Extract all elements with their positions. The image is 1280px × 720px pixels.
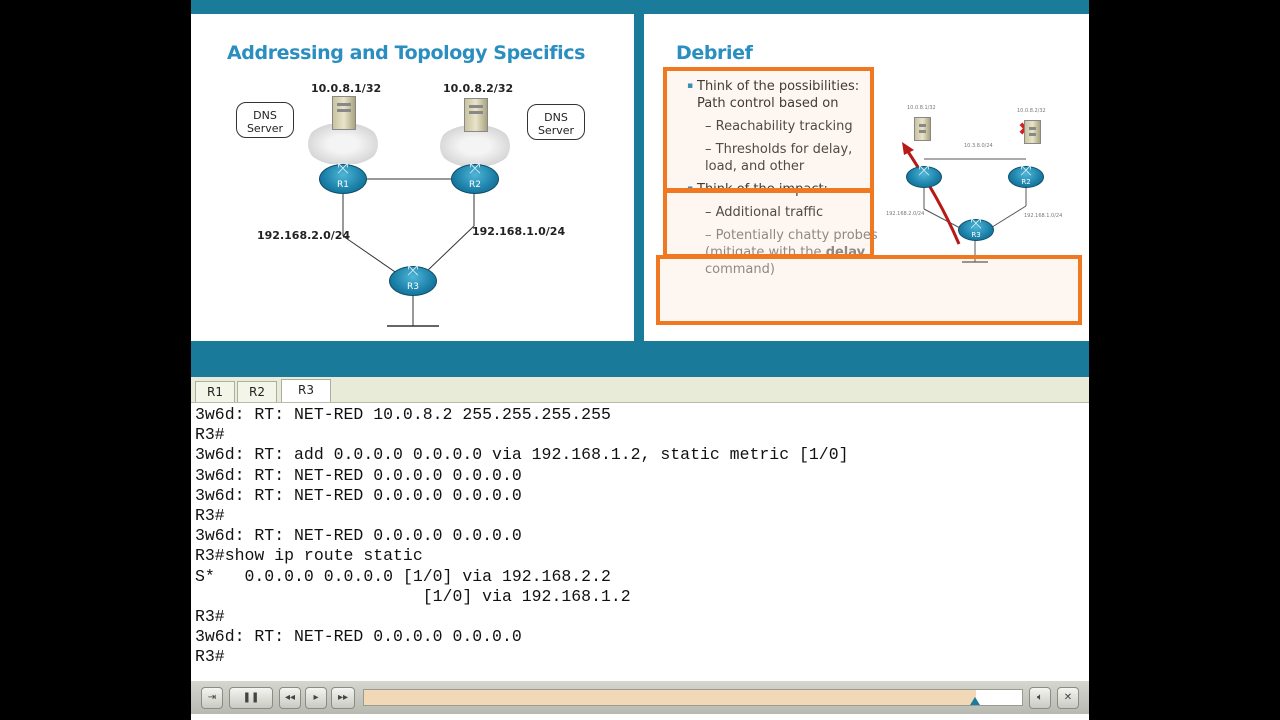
bullet-reachability: – Reachability tracking (705, 119, 853, 134)
terminal-line: 3w6d: RT: NET-RED 0.0.0.0 0.0.0.0 (195, 465, 522, 485)
terminal-output: 3w6d: RT: NET-RED 10.0.8.2 255.255.255.2… (191, 403, 1089, 668)
exit-icon[interactable]: ⇥ (201, 687, 223, 709)
cloud-1 (308, 124, 378, 164)
bullet-traffic-text: – Additional traffic (705, 205, 824, 220)
terminal-line: S* 0.0.0.0 0.0.0.0 [1/0] via 192.168.2.2 (195, 566, 611, 586)
terminal-line: 3w6d: RT: NET-RED 0.0.0.0 0.0.0.0 (195, 526, 522, 546)
server-1-icon (332, 96, 356, 130)
player-controls: ⇥ ❚❚ ◂◂ ▸ ▸▸ 🔈︎ ✕ (191, 681, 1089, 714)
rewind-icon[interactable]: ◂◂ (279, 687, 301, 709)
net-label-2: 192.168.1.0/24 (472, 225, 566, 238)
server-2-icon (464, 98, 488, 132)
mini-server-1-icon (914, 117, 931, 141)
slide-title-left: Addressing and Topology Specifics (227, 42, 586, 64)
bullet-possibilities: Think of the possibilities: Path control… (687, 78, 887, 112)
slide-title-right: Debrief (676, 42, 753, 64)
volume-icon[interactable]: 🔈︎ (1029, 687, 1051, 709)
ip-label-1: 10.0.8.1/32 (311, 82, 382, 95)
terminal-line: 3w6d: RT: NET-RED 0.0.0.0 0.0.0.0 (195, 485, 522, 505)
tab-r3[interactable]: R3 (281, 379, 331, 402)
separator-band (191, 341, 1089, 377)
tab-r2[interactable]: R2 (237, 381, 277, 402)
terminal-console[interactable]: 3w6d: RT: NET-RED 10.0.8.2 255.255.255.2… (191, 403, 1089, 681)
mini-net-1: 192.168.2.0/24 (886, 211, 925, 217)
terminal-line: 3w6d: RT: NET-RED 10.0.8.2 255.255.255.2… (195, 405, 611, 424)
terminal-line: [1/0] via 192.168.1.2 (195, 586, 631, 606)
progress-fill (364, 690, 976, 705)
ip-label-2: 10.0.8.2/32 (443, 82, 514, 95)
progress-bar[interactable] (363, 689, 1023, 706)
bullet-traffic: – Additional traffic (687, 204, 887, 221)
slide-right: Debrief Think of the possibilities: Path… (644, 14, 1089, 341)
highlight-impact (663, 188, 874, 258)
mini-ip-2: 10.0.8.2/32 (1017, 108, 1046, 114)
highlight-possibilities (663, 67, 874, 193)
dns-callout-1: DNS Server (236, 102, 294, 138)
mini-router-r2-icon: R2 (1008, 161, 1044, 188)
net-label-1: 192.168.2.0/24 (257, 229, 351, 242)
bullet-probes-text-b: command) (705, 262, 775, 277)
terminal-line: R3# (195, 425, 225, 445)
top-bar (191, 0, 1089, 14)
tab-r1[interactable]: R1 (195, 381, 235, 402)
device-tabs: R1 R2 R3 (191, 377, 1089, 403)
terminal-line: R3# (195, 647, 225, 667)
router-r1-icon: R1 (319, 159, 367, 194)
terminal-line: R3#show ip route static (195, 546, 423, 566)
terminal-line: R3# (195, 506, 225, 526)
mini-server-2-icon (1024, 120, 1041, 144)
mini-router-r1-icon (906, 161, 942, 188)
progress-knob[interactable] (969, 697, 980, 705)
fast-forward-icon[interactable]: ▸▸ (331, 687, 355, 709)
highlight-probes (656, 255, 1082, 325)
bullet-thresholds: – Thresholds for delay, load, and other … (705, 142, 853, 174)
terminal-line: 3w6d: RT: NET-RED 0.0.0.0 0.0.0.0 (195, 627, 522, 647)
bottom-strip (191, 714, 1089, 720)
router-r3-icon: R3 (389, 261, 437, 296)
mini-router-r3-icon: R3 (958, 214, 994, 241)
mini-link: 10.3.8.0/24 (964, 143, 993, 149)
mini-net-2: 192.168.1.0/24 (1024, 213, 1063, 219)
terminal-line: R3# (195, 607, 225, 627)
router-r2-icon: R2 (451, 159, 499, 194)
step-icon[interactable]: ▸ (305, 687, 327, 709)
dns-callout-2: DNS Server (527, 104, 585, 140)
pause-icon[interactable]: ❚❚ (229, 687, 273, 709)
presentation-frame: Addressing and Topology Specifics 10.0.8… (191, 0, 1089, 720)
slide-left: Addressing and Topology Specifics 10.0.8… (191, 14, 634, 341)
terminal-line: 3w6d: RT: add 0.0.0.0 0.0.0.0 via 192.16… (195, 445, 849, 465)
mini-ip-1: 10.0.8.1/32 (907, 105, 936, 111)
close-icon[interactable]: ✕ (1057, 687, 1079, 709)
